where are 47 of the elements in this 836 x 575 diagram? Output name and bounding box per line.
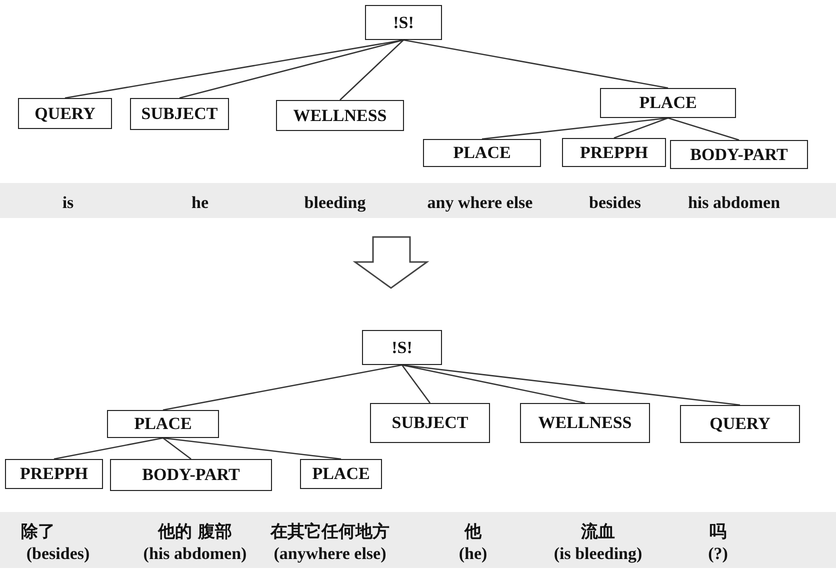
chinese-word: 在其它任何地方 [270, 521, 390, 543]
english-gloss: (besides) [26, 544, 90, 564]
english-word: is [62, 193, 74, 213]
tree-branch [402, 364, 740, 406]
english-word: he [192, 193, 208, 213]
category-box: SUBJECT [130, 98, 229, 130]
tree-branch [340, 40, 404, 100]
tree-branch [668, 117, 740, 141]
tree-branch [402, 364, 586, 404]
english-gloss: (is bleeding) [554, 544, 642, 564]
tree-branch [162, 437, 192, 460]
tree-branch [401, 364, 431, 404]
category-box: QUERY [680, 405, 800, 443]
tree-branch [179, 39, 404, 99]
tree-branch [614, 117, 668, 139]
tree-branch [403, 39, 668, 89]
tree-branch [482, 117, 668, 140]
chinese-word: 他的 腹部 [158, 521, 232, 543]
chinese-word: 他 [464, 521, 482, 543]
chinese-word: 吗 [710, 521, 726, 543]
english-gloss: (his abdomen) [143, 544, 247, 564]
category-box: PLACE [423, 139, 541, 167]
english-gloss: (he) [458, 544, 488, 564]
category-box: WELLNESS [520, 403, 650, 443]
category-box: BODY-PART [670, 140, 808, 169]
category-box: PREPPH [5, 459, 103, 489]
category-box: PLACE [600, 88, 736, 118]
category-box: WELLNESS [276, 100, 404, 131]
english-word: his abdomen [688, 193, 780, 213]
tree-branch [162, 364, 402, 411]
tree-branch [54, 437, 164, 460]
category-box: !S! [362, 330, 442, 365]
category-box: PLACE [300, 459, 382, 489]
chinese-word: 除了 [21, 521, 55, 543]
category-box: !S! [365, 5, 442, 40]
chinese-word: 流血 [581, 521, 615, 543]
category-box: PLACE [107, 410, 219, 438]
english-gloss: (?) [708, 544, 728, 564]
category-box: QUERY [18, 98, 112, 129]
category-box: BODY-PART [110, 459, 272, 491]
english-word: bleeding [304, 193, 366, 213]
category-box: PREPPH [562, 138, 666, 167]
category-box: SUBJECT [370, 403, 490, 443]
english-gloss: (anywhere else) [274, 544, 386, 564]
english-word: besides [589, 193, 641, 213]
english-word: any where else [427, 193, 533, 213]
tree-branch [162, 437, 342, 460]
